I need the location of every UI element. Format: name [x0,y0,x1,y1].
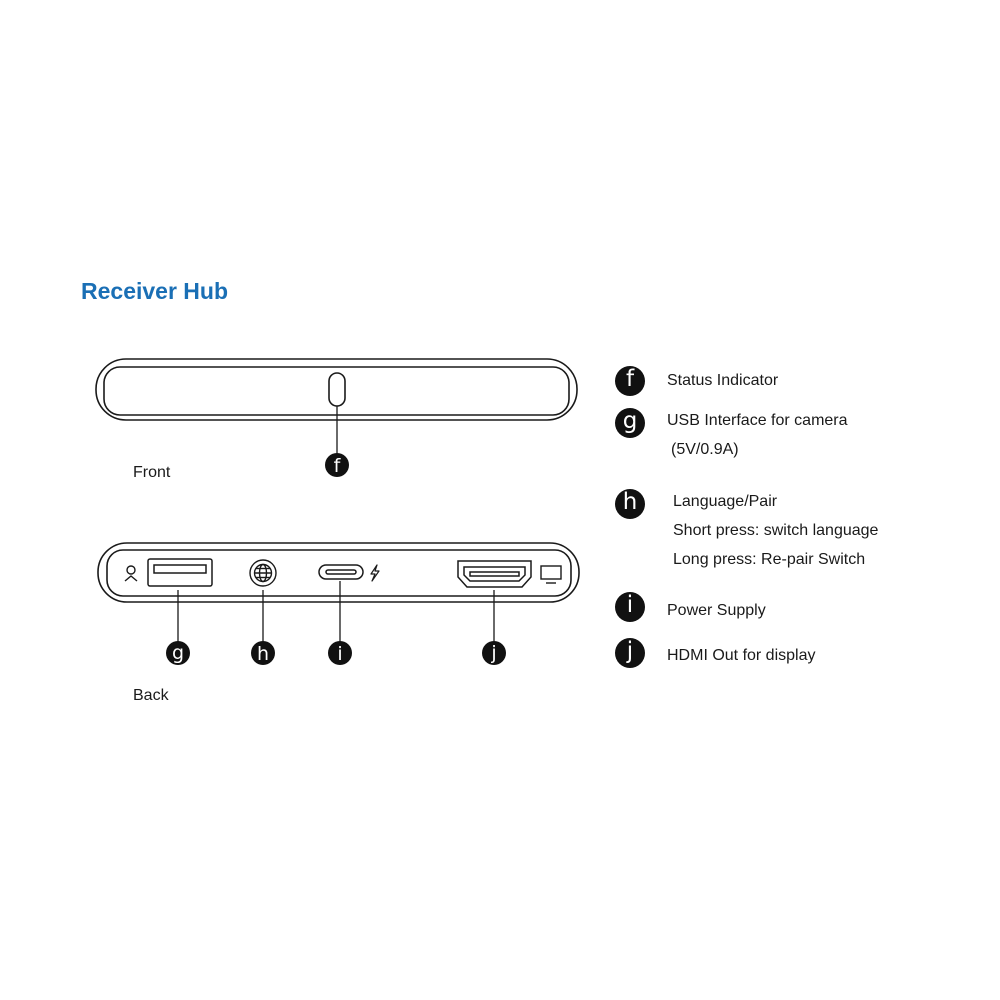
callout-letter-j: j [490,642,496,664]
callout-letter-f: f [334,455,342,477]
back-housing-inner [106,549,572,597]
callout-badge-g: g [166,641,190,665]
lightning-icon [370,564,380,582]
callout-badge-i: i [328,641,352,665]
status-indicator-light [328,372,346,407]
camera-icon [124,565,138,582]
front-view-label: Front [133,464,171,481]
callout-badge-h: h [251,641,275,665]
page-title: Receiver Hub [81,278,229,304]
usb-a-port [147,558,213,587]
callout-badge-j: j [482,641,506,665]
callout-badge-f: f [325,453,349,477]
back-housing-outer [97,542,580,603]
hdmi-port [457,560,532,588]
callout-letter-i: i [337,643,342,665]
callout-letter-g: g [172,642,184,664]
globe-icon [249,559,277,587]
front-view: f [95,358,578,477]
back-view-label: Back [133,687,169,704]
monitor-icon [540,565,562,584]
callout-letter-h: h [257,643,269,665]
back-view: g h i j [97,542,580,665]
usb-c-port [318,564,364,580]
